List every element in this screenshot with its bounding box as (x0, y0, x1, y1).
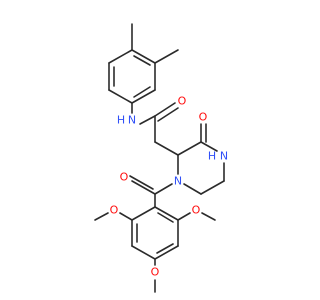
bond (154, 141, 179, 156)
oxygen-label: O (120, 171, 129, 184)
bond (133, 55, 151, 66)
bond (119, 212, 133, 221)
bond (131, 49, 156, 64)
bond (156, 243, 174, 254)
atom-labels: N H O O N H N O O O O (110, 95, 228, 279)
bond (154, 206, 179, 221)
bond (154, 245, 179, 260)
bonds (94, 23, 225, 293)
bond (108, 89, 133, 104)
structure-canvas: N H O O N H N O O O O (94, 23, 228, 293)
bond (177, 212, 191, 221)
nitrogen-label: N (128, 114, 136, 127)
bond (177, 141, 202, 156)
bond (154, 49, 179, 64)
oxygen-label: O (151, 266, 160, 279)
bond (157, 212, 174, 223)
bond (129, 175, 154, 190)
bond (201, 212, 216, 221)
oxygen-label: O (192, 204, 201, 217)
bond (157, 107, 179, 122)
hydrogen-label: H (208, 150, 216, 163)
bond (200, 141, 218, 152)
bond (139, 115, 156, 125)
molecule-structure: N H O O N H N O O O O (94, 23, 228, 293)
bond (94, 212, 109, 221)
bond (108, 49, 133, 64)
bond (131, 180, 156, 195)
oxygen-label: O (199, 111, 208, 124)
bond (183, 183, 202, 195)
oxygen-label: O (110, 204, 119, 217)
nitrogen-label: N (174, 175, 182, 188)
bond (131, 89, 156, 104)
bond (133, 86, 151, 98)
bond (131, 245, 156, 260)
oxygen-label: O (178, 95, 187, 108)
bond (154, 183, 173, 195)
bond (131, 206, 156, 221)
bond (200, 180, 225, 195)
nitrogen-label: N (220, 150, 228, 163)
bond (154, 102, 176, 117)
hydrogen-label: H (117, 114, 125, 127)
